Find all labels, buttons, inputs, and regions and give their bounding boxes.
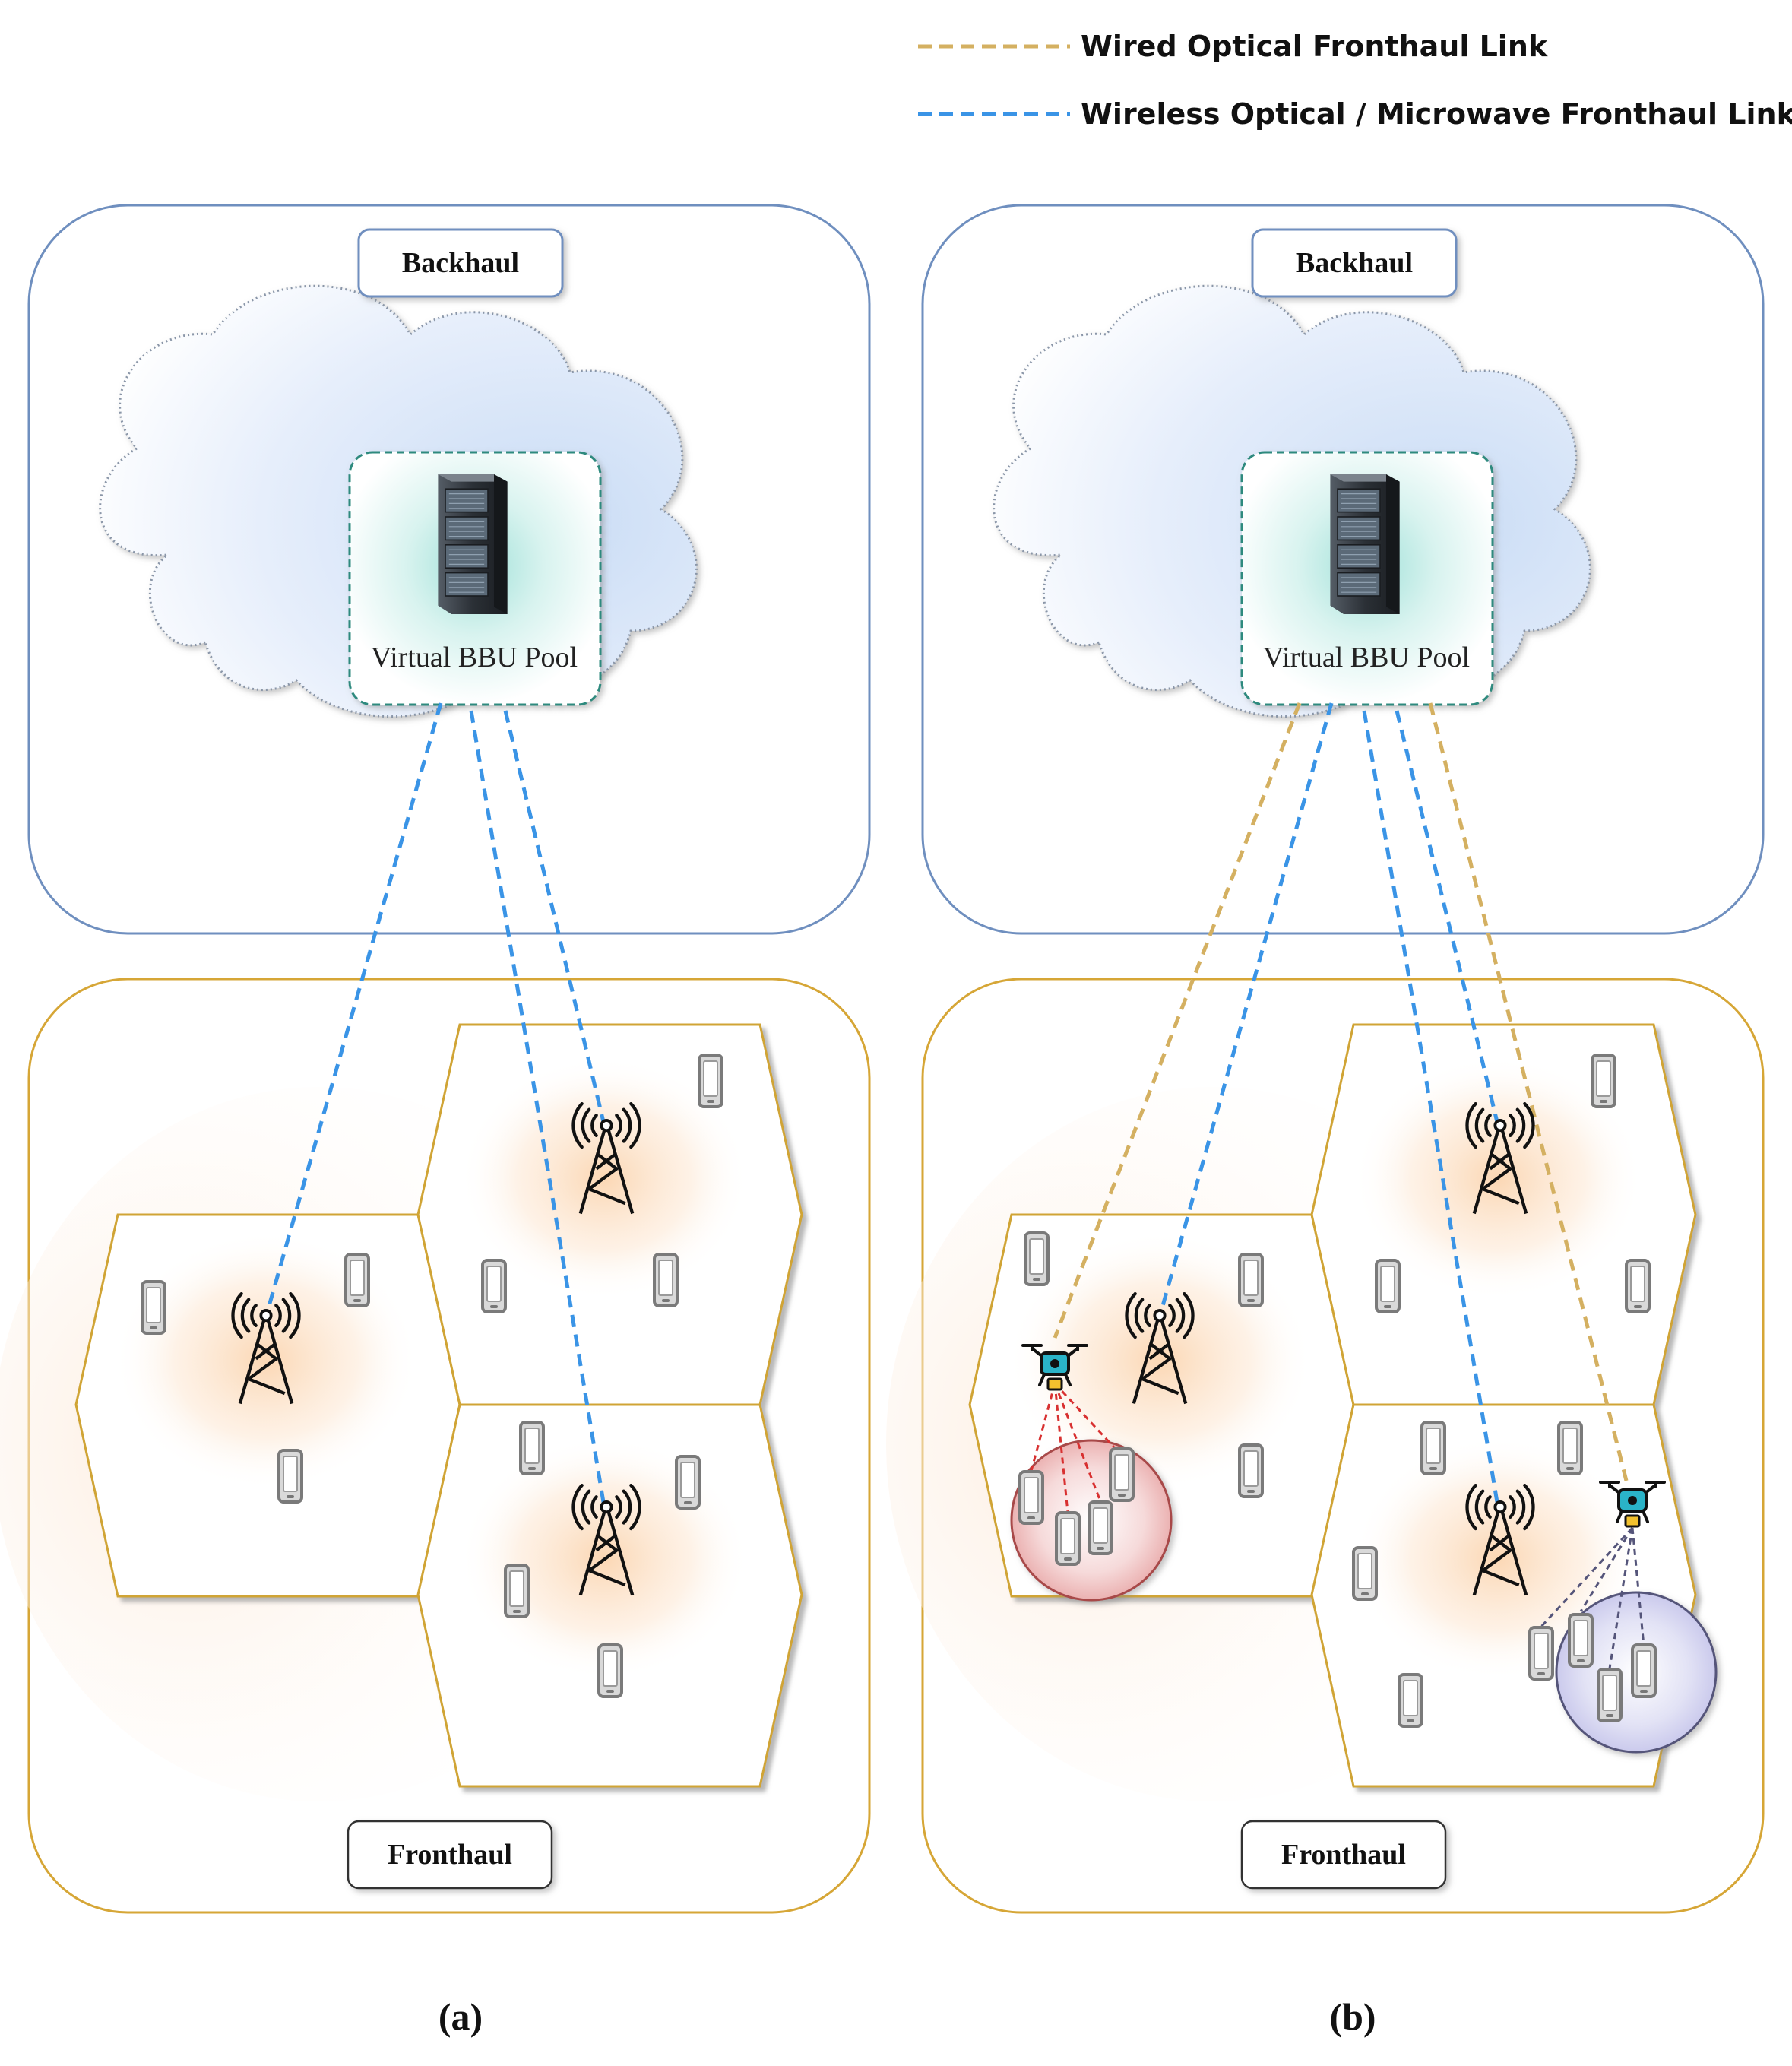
cell-glow-left xyxy=(114,1231,418,1490)
panel-caption: (b) xyxy=(1329,1995,1376,2038)
wireless-fronthaul-links xyxy=(264,702,606,1507)
wireless-link-2 xyxy=(503,710,606,1126)
wired-link-2 xyxy=(1428,702,1629,1481)
server-rack-icon xyxy=(437,474,508,615)
wireless-fronthaul-links xyxy=(1157,702,1500,1507)
smartphone-icon xyxy=(141,1280,166,1335)
legend: Wired Optical Fronthaul Link Wireless Op… xyxy=(918,30,1792,131)
bbu-pool-label: Virtual BBU Pool xyxy=(371,642,578,673)
smartphone-icon xyxy=(653,1253,679,1307)
wireless-link-3 xyxy=(1362,710,1500,1507)
panel-a: Backhaul Virtual BBU Pool xyxy=(0,204,871,2038)
uav-access-links-red xyxy=(1030,1382,1123,1513)
smartphone-icon xyxy=(1568,1613,1594,1668)
smartphone-icon xyxy=(481,1259,507,1313)
smartphone-icon xyxy=(1631,1643,1657,1698)
smartphone-icon xyxy=(1018,1470,1044,1525)
smartphone-icon xyxy=(344,1253,370,1307)
wireless-link-1 xyxy=(264,702,443,1317)
smartphone-icon xyxy=(1375,1259,1401,1313)
smartphone-icon xyxy=(1398,1673,1423,1728)
wireless-link-1 xyxy=(1157,702,1334,1317)
wired-link-1 xyxy=(1053,702,1302,1339)
smartphone-icon xyxy=(1597,1668,1623,1722)
smartphone-icon xyxy=(1625,1259,1651,1313)
smartphone-icon xyxy=(597,1643,623,1698)
backhaul-label: Backhaul xyxy=(1296,247,1413,279)
backhaul-label: Backhaul xyxy=(402,247,519,279)
backhaul-label-box xyxy=(357,228,564,298)
smartphone-icon xyxy=(1238,1253,1264,1307)
smartphone-icon xyxy=(1238,1443,1264,1498)
backhaul-label-box xyxy=(1251,228,1458,298)
fronthaul-label-box xyxy=(1240,1820,1447,1890)
smartphone-icon xyxy=(1088,1500,1113,1555)
cell-glow-left xyxy=(1008,1231,1312,1490)
smartphone-icon xyxy=(1109,1447,1135,1502)
smartphone-icon xyxy=(1055,1511,1081,1566)
smartphone-icon xyxy=(1591,1054,1616,1108)
wired-link-legend-label: Wired Optical Fronthaul Link xyxy=(1081,30,1548,63)
uav-access-links-purple xyxy=(1540,1526,1645,1669)
smartphone-icon xyxy=(277,1449,303,1504)
panel-caption: (a) xyxy=(439,1995,483,2038)
wired-fronthaul-links xyxy=(1053,702,1629,1481)
server-rack-icon xyxy=(1329,474,1401,615)
smartphone-icon xyxy=(1024,1231,1050,1286)
fronthaul-label-box xyxy=(347,1820,553,1890)
wireless-link-legend-label: Wireless Optical / Microwave Fronthaul L… xyxy=(1081,97,1792,131)
smartphone-icon xyxy=(698,1054,723,1108)
smartphone-icon xyxy=(1352,1546,1378,1601)
smartphone-icon xyxy=(519,1421,545,1475)
smartphone-icon xyxy=(1557,1421,1583,1475)
panel-b: Backhaul Virtual BBU Pool xyxy=(886,204,1765,2038)
fronthaul-label: Fronthaul xyxy=(1281,1839,1406,1871)
fronthaul-label: Fronthaul xyxy=(388,1839,512,1871)
smartphone-icon xyxy=(675,1455,701,1510)
smartphone-icon xyxy=(1528,1626,1554,1681)
wireless-link-2 xyxy=(1395,710,1500,1126)
smartphone-icon xyxy=(504,1564,530,1618)
wireless-link-3 xyxy=(469,710,606,1507)
smartphone-icon xyxy=(1420,1421,1446,1475)
bbu-pool-label: Virtual BBU Pool xyxy=(1263,642,1470,673)
